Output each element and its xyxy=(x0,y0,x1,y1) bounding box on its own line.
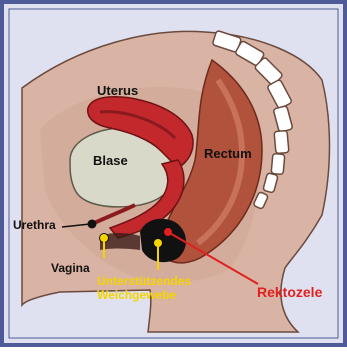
label-rectum: Rectum xyxy=(204,146,252,161)
urethra-pointer-dot xyxy=(88,220,97,229)
label-vagina: Vagina xyxy=(51,261,90,275)
label-uterus: Uterus xyxy=(97,83,138,98)
label-urethra: Urethra xyxy=(13,218,56,232)
label-blase: Blase xyxy=(93,153,128,168)
rektozele-bulge xyxy=(140,219,186,262)
label-support-line2: Weichgewebe xyxy=(97,288,176,302)
label-support-line1: Unterstützendes xyxy=(97,274,191,288)
label-rektozele: Rektozele xyxy=(257,284,323,300)
